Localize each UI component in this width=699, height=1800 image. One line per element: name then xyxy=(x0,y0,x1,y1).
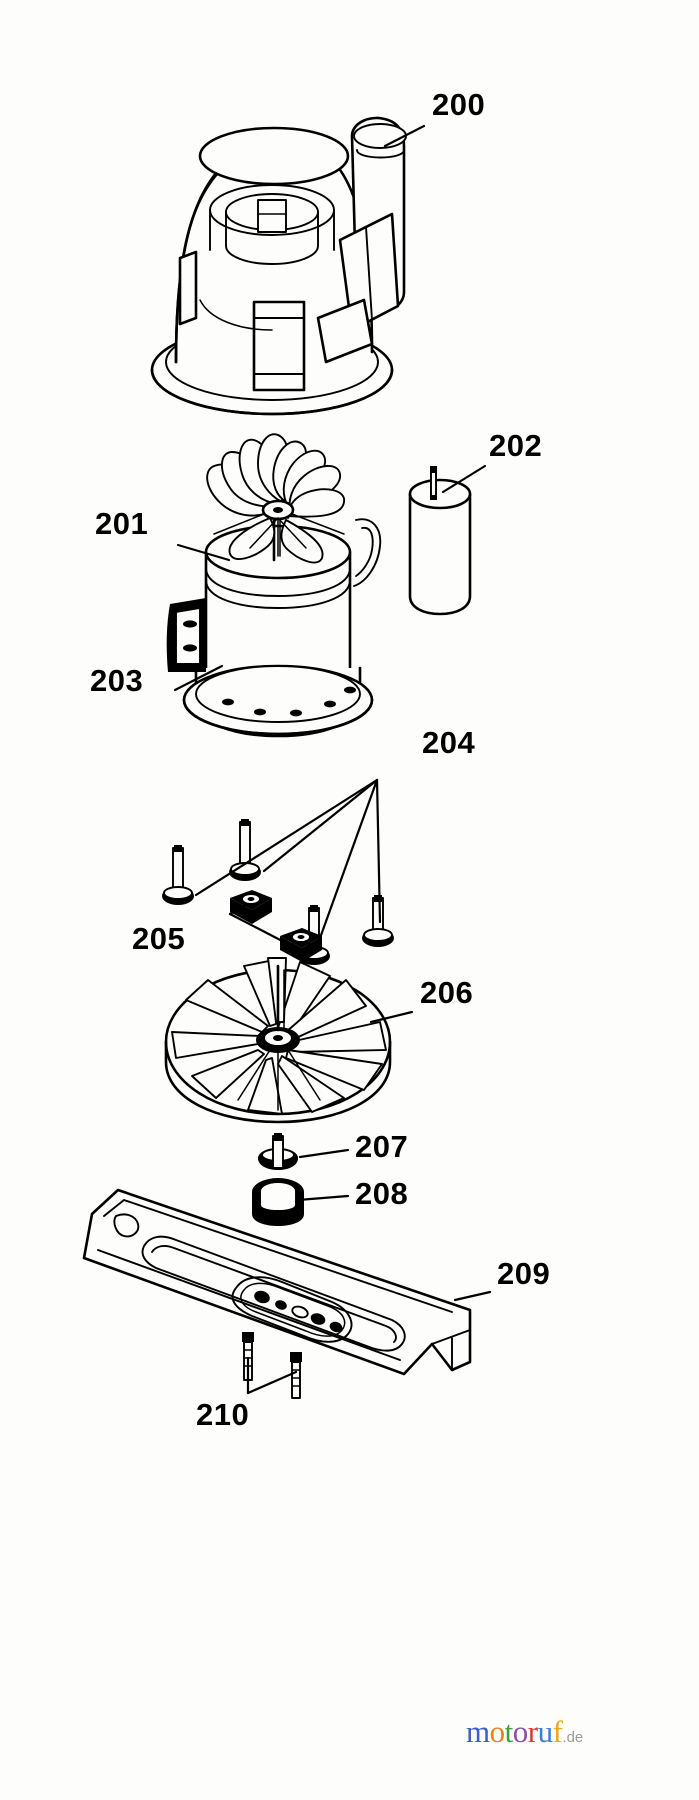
watermark-letter: r xyxy=(527,1714,538,1749)
part-fan-impeller xyxy=(164,957,392,1124)
leader-201 xyxy=(176,543,231,562)
callout-label-201: 201 xyxy=(95,506,149,541)
watermark-letter: f xyxy=(552,1714,563,1749)
watermark-letter: m xyxy=(466,1714,490,1749)
screw xyxy=(362,895,394,947)
callout-label-210: 210 xyxy=(196,1397,250,1432)
blade-bolt-small xyxy=(290,1352,302,1399)
blade-centre-boss xyxy=(231,1276,353,1343)
part-blade-bolt xyxy=(258,1133,298,1170)
callout-label-205: 205 xyxy=(132,921,186,956)
leader-202 xyxy=(441,464,487,494)
part-lock-nuts xyxy=(228,890,322,962)
watermark-suffix: .de xyxy=(562,1729,584,1746)
callout-label-207: 207 xyxy=(355,1129,409,1164)
callout-label-202: 202 xyxy=(489,428,543,463)
watermark-letter: o xyxy=(512,1714,529,1749)
leader-207 xyxy=(298,1148,350,1159)
leader-200 xyxy=(383,124,426,148)
part-electric-motor xyxy=(166,433,382,738)
leader-208 xyxy=(296,1194,350,1202)
callout-label-209: 209 xyxy=(497,1256,551,1291)
motoruf-watermark: motoruf.de xyxy=(466,1716,583,1747)
leader-206 xyxy=(369,1010,414,1024)
leader-203 xyxy=(173,664,224,692)
watermark-letter: o xyxy=(489,1714,506,1749)
callout-label-208: 208 xyxy=(355,1176,409,1211)
motor-top-fan xyxy=(206,433,345,564)
callout-label-203: 203 xyxy=(90,663,144,698)
part-mounting-screws xyxy=(162,778,394,965)
callout-leaders xyxy=(173,124,492,1302)
watermark-letter: t xyxy=(504,1714,514,1749)
leader-209 xyxy=(453,1290,492,1302)
callout-label-204: 204 xyxy=(422,725,476,760)
screw xyxy=(162,845,194,905)
part-blade-bolts xyxy=(242,1332,302,1399)
part-motor-housing-cover xyxy=(150,116,407,416)
callout-label-206: 206 xyxy=(420,975,474,1010)
part-capacitor xyxy=(408,466,472,616)
screw xyxy=(229,819,261,881)
part-spacer-bushing xyxy=(252,1178,304,1226)
callout-label-200: 200 xyxy=(432,87,486,122)
watermark-letter: u xyxy=(537,1714,554,1749)
part-cutting-blade xyxy=(82,1188,472,1376)
lock-nut xyxy=(230,890,272,924)
